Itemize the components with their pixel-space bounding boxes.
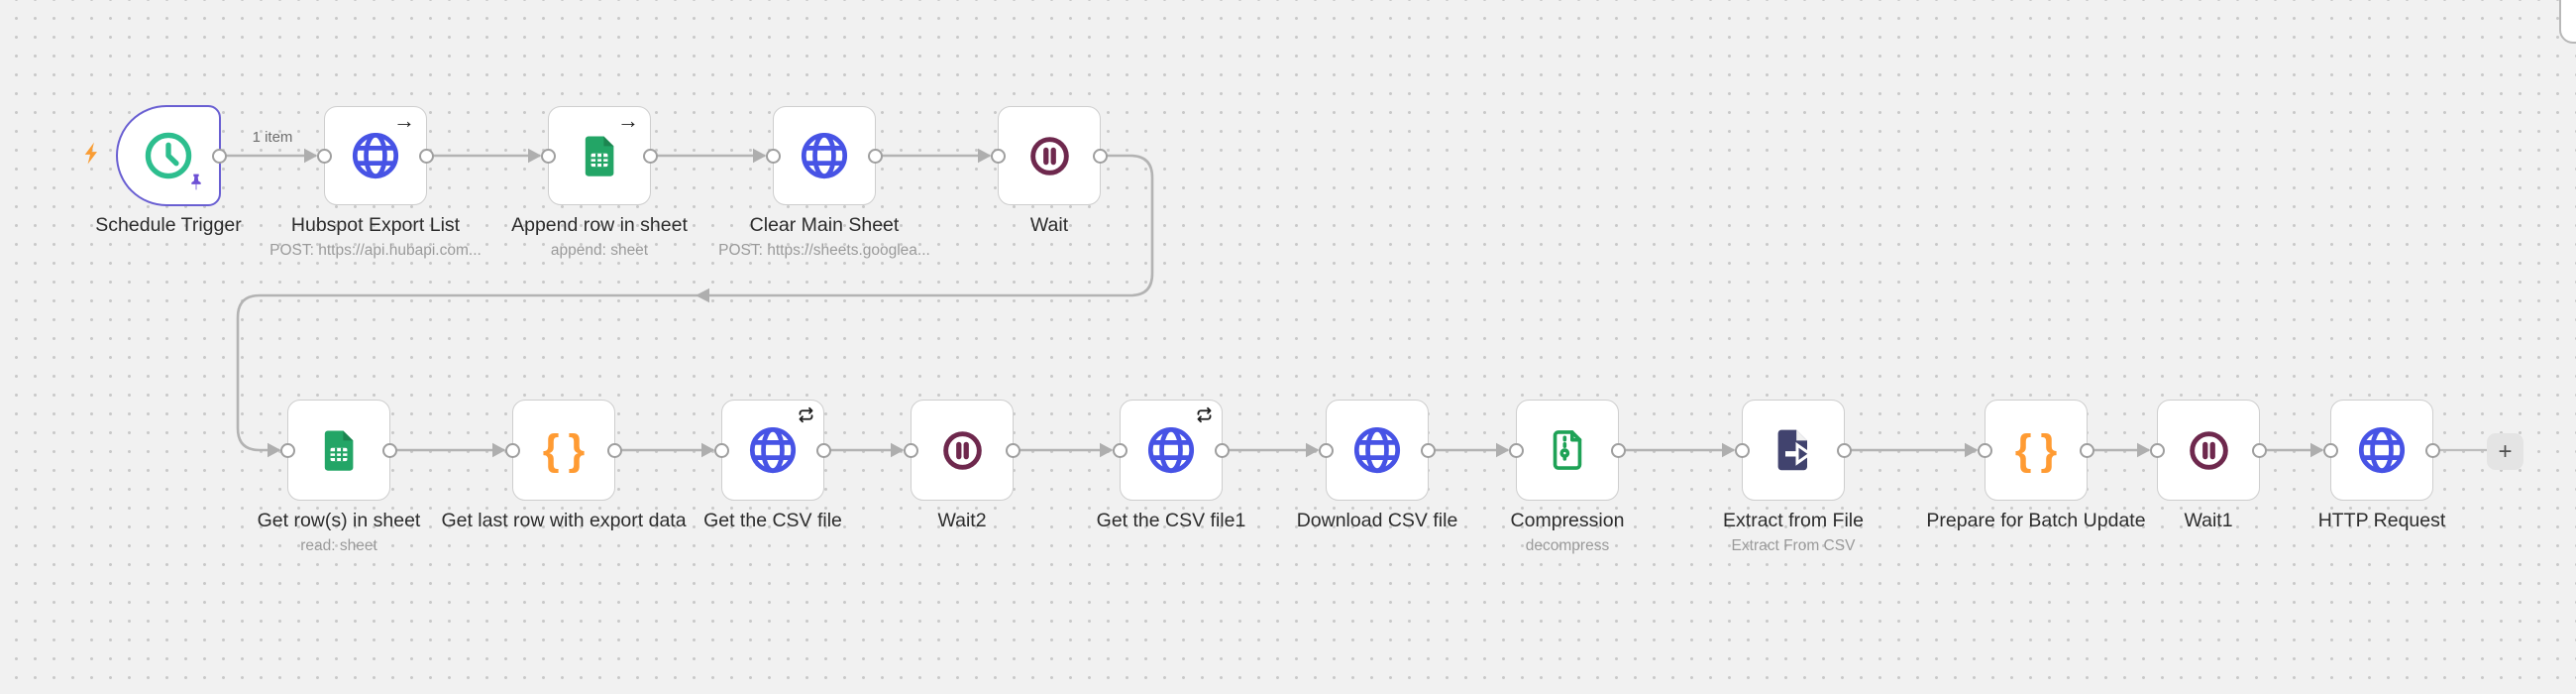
sheets-icon xyxy=(577,133,622,178)
output-port[interactable] xyxy=(607,442,622,458)
code-icon: {} xyxy=(542,425,594,474)
output-port[interactable] xyxy=(1006,442,1020,458)
arrow-icon: → xyxy=(393,108,415,133)
globe-icon xyxy=(798,129,851,182)
pin-icon xyxy=(186,173,206,197)
node-wait2[interactable]: Wait2 xyxy=(904,400,1020,531)
offscreen-node-partial[interactable] xyxy=(2559,0,2576,44)
input-port[interactable] xyxy=(1978,442,1992,458)
connection-arrowhead xyxy=(2310,442,2324,458)
node-wait1[interactable]: Wait1 xyxy=(2150,400,2267,531)
output-port[interactable] xyxy=(2425,442,2440,458)
output-port[interactable] xyxy=(382,442,397,458)
connection-arrowhead xyxy=(696,288,709,303)
pause-icon xyxy=(939,427,986,474)
input-port[interactable] xyxy=(904,442,918,458)
node-http-request[interactable]: HTTP Request xyxy=(2318,400,2445,531)
output-port[interactable] xyxy=(1093,148,1108,164)
output-port[interactable] xyxy=(1611,442,1626,458)
connection-arrowhead xyxy=(753,148,767,164)
input-port[interactable] xyxy=(991,148,1006,164)
connection-items-count: 1 item xyxy=(252,129,293,146)
output-port[interactable] xyxy=(1421,442,1436,458)
input-port[interactable] xyxy=(1509,442,1524,458)
connection-arrowhead xyxy=(1100,442,1114,458)
node-get-the-csv-file[interactable]: Get the CSV file xyxy=(703,400,842,531)
pause-icon xyxy=(1026,133,1073,179)
compression-icon xyxy=(1545,427,1590,473)
code-icon: {} xyxy=(534,425,594,474)
node-get-last-row-with-export-data[interactable]: {}Get last row with export data xyxy=(441,400,687,531)
node-download-csv-file[interactable]: Download CSV file xyxy=(1297,400,1457,531)
input-port[interactable] xyxy=(1735,442,1750,458)
add-node-button[interactable]: + xyxy=(2487,433,2523,470)
pause-icon xyxy=(2186,427,2232,474)
globe-icon xyxy=(349,129,402,182)
retry-icon xyxy=(798,406,814,427)
connection-arrowhead xyxy=(1965,442,1979,458)
connection-arrowhead xyxy=(268,442,281,458)
output-port[interactable] xyxy=(1837,442,1852,458)
globe-icon xyxy=(1350,423,1404,477)
connection[interactable] xyxy=(236,154,1154,452)
connection-arrowhead xyxy=(978,148,992,164)
output-port[interactable] xyxy=(816,442,831,458)
node-prepare-for-batch-update[interactable]: {}Prepare for Batch Update xyxy=(1926,400,2146,531)
globe-icon xyxy=(746,423,800,477)
clock-icon xyxy=(141,128,196,183)
output-port[interactable] xyxy=(868,148,883,164)
connection-arrowhead xyxy=(891,442,905,458)
globe-icon xyxy=(2355,423,2409,477)
connection-arrowhead xyxy=(528,148,542,164)
retry-icon xyxy=(1196,406,1213,427)
code-icon: {} xyxy=(2014,425,2067,474)
output-port[interactable] xyxy=(1215,442,1230,458)
input-port[interactable] xyxy=(2323,442,2338,458)
node-schedule-trigger[interactable]: Schedule Trigger xyxy=(84,105,242,236)
lightning-bolt-icon xyxy=(80,141,105,171)
output-port[interactable] xyxy=(643,148,658,164)
output-port[interactable] xyxy=(212,148,227,164)
connection-arrowhead xyxy=(492,442,506,458)
input-port[interactable] xyxy=(714,442,729,458)
input-port[interactable] xyxy=(505,442,520,458)
code-icon: {} xyxy=(2006,425,2067,474)
file-export-icon xyxy=(1770,426,1817,474)
output-port[interactable] xyxy=(2252,442,2267,458)
input-port[interactable] xyxy=(1319,442,1334,458)
connection-arrowhead xyxy=(1496,442,1510,458)
node-get-the-csv-file1[interactable]: Get the CSV file1 xyxy=(1097,400,1245,531)
connection-arrowhead xyxy=(1306,442,1320,458)
input-port[interactable] xyxy=(1113,442,1127,458)
input-port[interactable] xyxy=(541,148,556,164)
connection-arrowhead xyxy=(1722,442,1736,458)
connection-arrowhead xyxy=(304,148,318,164)
input-port[interactable] xyxy=(317,148,332,164)
output-port[interactable] xyxy=(419,148,434,164)
input-port[interactable] xyxy=(2150,442,2165,458)
input-port[interactable] xyxy=(280,442,295,458)
output-port[interactable] xyxy=(2080,442,2094,458)
connection-arrowhead xyxy=(701,442,715,458)
globe-icon xyxy=(1144,423,1198,477)
input-port[interactable] xyxy=(766,148,781,164)
node-wait[interactable]: Wait xyxy=(991,106,1108,236)
arrow-icon: → xyxy=(617,108,639,133)
sheets-icon xyxy=(316,427,362,473)
connection-arrowhead xyxy=(2137,442,2151,458)
